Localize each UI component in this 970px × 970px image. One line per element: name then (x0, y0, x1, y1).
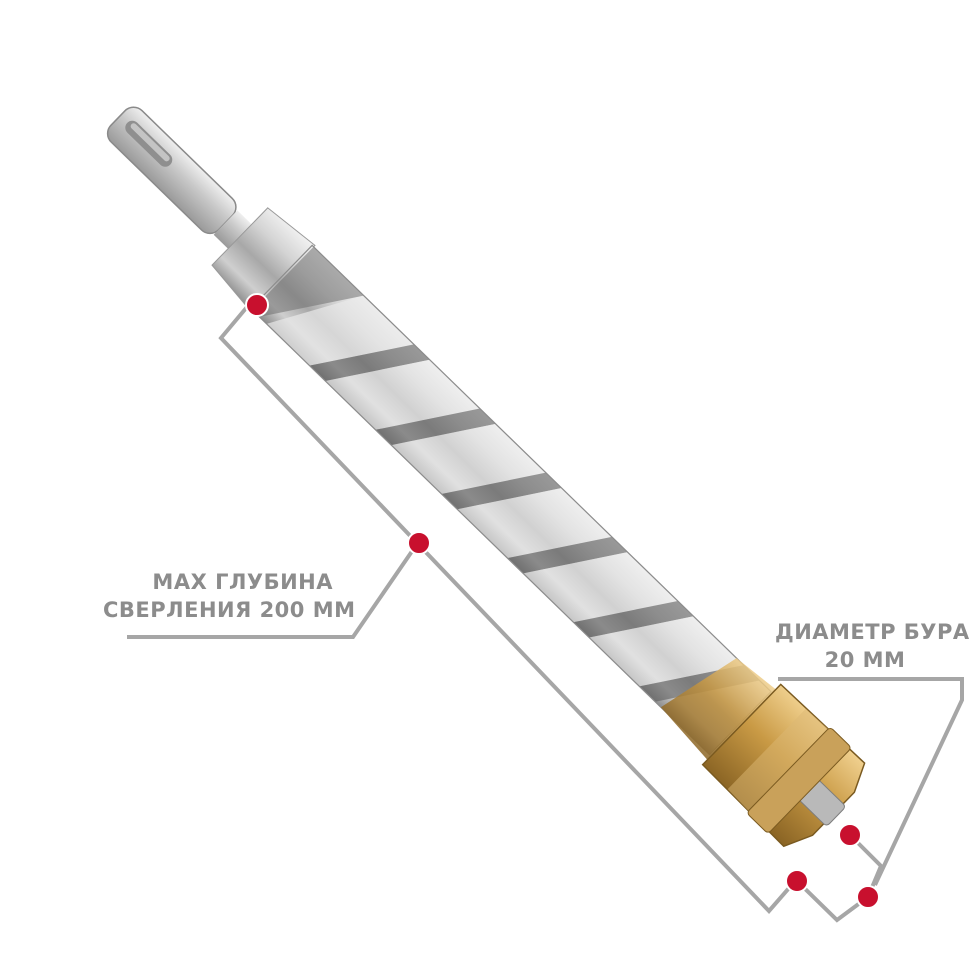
marker-dot (856, 885, 880, 909)
marker-dot (407, 531, 431, 555)
sds-shank (106, 106, 254, 251)
marker-dot (785, 869, 809, 893)
diameter-label-line2: 20 ММ (824, 648, 906, 672)
diameter-label-line1: ДИАМЕТР БУРА (775, 620, 970, 644)
tip-transition (660, 658, 784, 768)
diameter-label: ДИАМЕТР БУРА 20 ММ (775, 618, 970, 674)
marker-group (245, 293, 880, 909)
depth-label-line2: СВЕРЛЕНИЯ 200 ММ (103, 598, 356, 622)
depth-dimension-line (127, 305, 798, 914)
marker-dot (245, 293, 269, 317)
depth-label-line1: MAX ГЛУБИНА (152, 570, 333, 594)
drill-bit (106, 106, 866, 848)
fluted-body (249, 244, 772, 756)
depth-label: MAX ГЛУБИНА СВЕРЛЕНИЯ 200 ММ (103, 568, 356, 624)
carbide-head (701, 683, 866, 848)
marker-dot (838, 823, 862, 847)
